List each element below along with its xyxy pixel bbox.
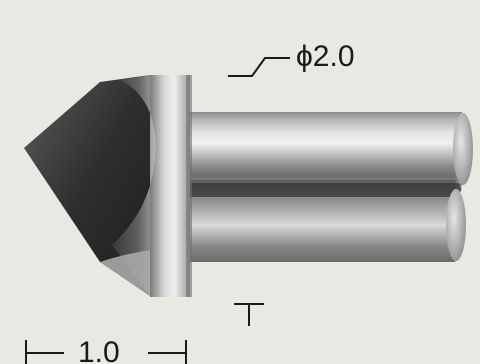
length-bracket-right-icon [148, 340, 187, 364]
diameter-dimension: ϕ2.0 [228, 40, 355, 77]
cone-lower-facet [100, 250, 150, 296]
collar [150, 75, 192, 297]
shank-groove [185, 183, 462, 197]
cone-flute [112, 75, 156, 296]
collar-shadow [186, 75, 192, 297]
collar-body [150, 75, 190, 297]
diameter-label: ϕ2.0 [296, 40, 355, 73]
diameter-leader-icon [228, 57, 290, 77]
collar-mark-icon [234, 303, 264, 326]
shank-lower-body [185, 180, 463, 262]
length-dimension: 1.0 [25, 303, 264, 364]
shank-upper-body [185, 112, 469, 186]
cone [24, 75, 156, 296]
shank-end-upper [453, 113, 473, 185]
shank [185, 112, 473, 262]
length-bracket-left-icon [25, 340, 64, 364]
shank-end-lower [446, 189, 466, 261]
length-label: 1.0 [78, 336, 120, 364]
